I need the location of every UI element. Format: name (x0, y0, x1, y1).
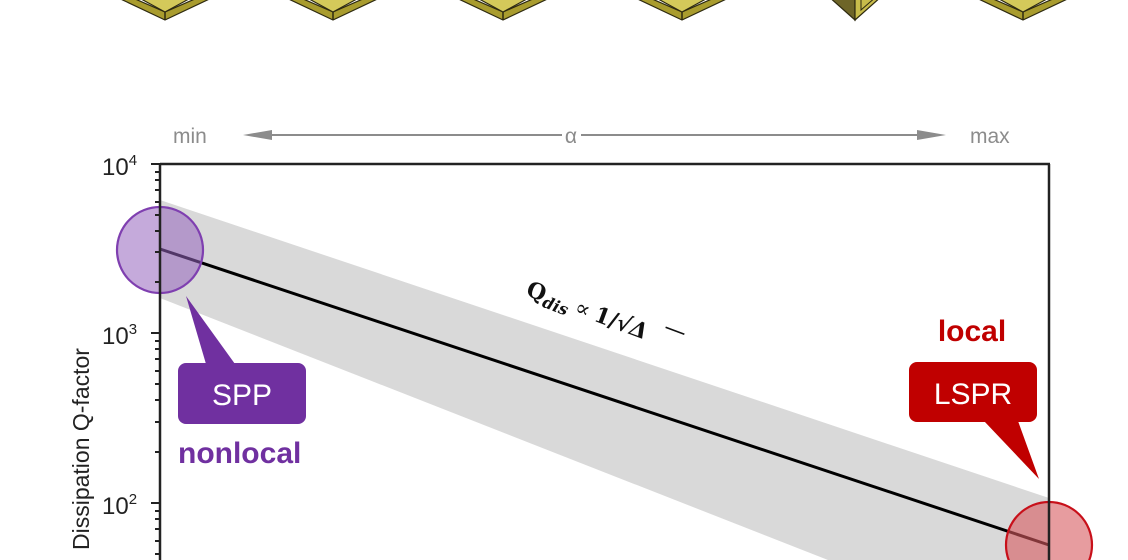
gold-tile-icon (638, 0, 726, 21)
lspr-callout: local LSPR (909, 315, 1039, 479)
y-tick-10e3: 103 (102, 321, 137, 350)
y-tick-10e4: 104 (102, 152, 137, 181)
nonlocal-label: nonlocal (178, 437, 301, 470)
spp-callout-box (178, 363, 306, 424)
plot-area (115, 200, 1094, 560)
trend-line (159, 247, 1050, 547)
gold-tile-icon (289, 0, 377, 21)
alpha-min-label: min (173, 125, 207, 148)
lspr-callout-box (909, 362, 1037, 422)
spp-label: SPP (212, 379, 272, 412)
gold-tile-icon (979, 0, 1067, 21)
nanostructure-tiles-row (121, 0, 1067, 22)
spp-callout-pointer (186, 296, 235, 364)
y-tick-labels: 104 103 102 (102, 152, 137, 520)
gold-cube-icon (831, 0, 879, 22)
alpha-symbol: α (565, 125, 577, 148)
arrow-right-icon (917, 130, 946, 140)
y-axis-ticks (151, 163, 160, 555)
lspr-callout-pointer (984, 421, 1039, 479)
local-label: local (938, 315, 1006, 348)
gold-tile-icon (459, 0, 547, 21)
y-axis-label: Dissipation Q-factor (68, 348, 94, 550)
y-tick-10e2: 102 (102, 491, 137, 520)
alpha-axis: min α max (173, 125, 1010, 148)
lspr-label: LSPR (934, 378, 1012, 411)
spp-callout: SPP nonlocal (178, 296, 306, 470)
arrow-left-icon (243, 130, 272, 140)
gold-tile-icon (121, 0, 209, 21)
alpha-max-label: max (970, 125, 1010, 148)
